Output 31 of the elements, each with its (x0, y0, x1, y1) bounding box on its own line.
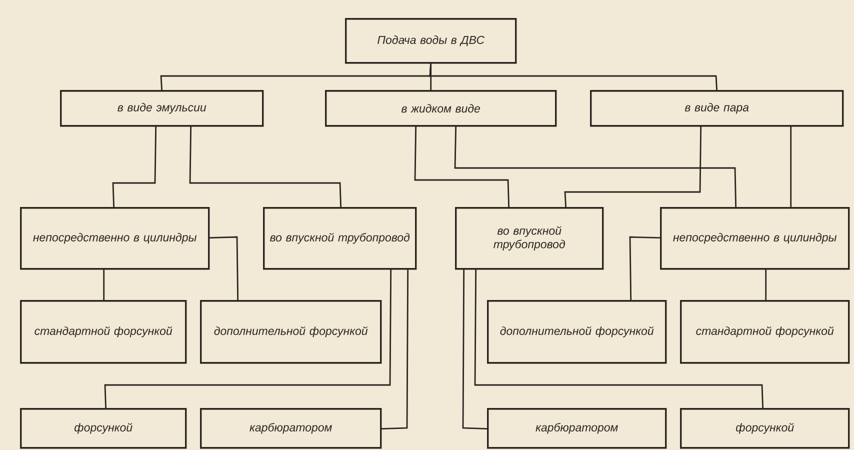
category-box: карбюратором (200, 408, 382, 449)
category-box: во впускной трубопровод (263, 207, 417, 270)
connector-line (208, 236, 239, 301)
connector-line (474, 268, 764, 409)
category-box: стандартной форсункой (20, 300, 187, 364)
connector-line (765, 268, 767, 301)
category-box: Подача воды в ДВС (345, 18, 517, 64)
category-box: дополнительной форсункой (487, 300, 667, 364)
category-box: в жидком виде (325, 90, 557, 127)
category-box: стандартной форсункой (680, 300, 850, 364)
category-box: карбюратором (487, 408, 667, 449)
connector-line (414, 126, 510, 208)
category-box: в виде пара (590, 90, 844, 127)
connector-line (380, 268, 409, 430)
category-box: дополнительной форсункой (200, 300, 382, 364)
category-box: непосредственно в цилиндры (660, 207, 850, 270)
category-box: форсункой (20, 408, 187, 449)
connector-line (112, 126, 157, 208)
category-box: непосредственно в цилиндры (20, 207, 210, 270)
connector-line (564, 126, 702, 208)
category-box: форсункой (680, 408, 850, 449)
category-box: в виде эмульсии (60, 90, 264, 127)
connector-line (629, 236, 661, 301)
connector-line (462, 268, 488, 430)
connector-line (104, 268, 392, 409)
connector-line (454, 126, 737, 208)
connector-line (189, 126, 342, 208)
connector-line (790, 126, 792, 208)
category-box: во впускной трубопровод (455, 207, 604, 270)
connector-line (429, 62, 718, 91)
connector-line (103, 268, 105, 301)
